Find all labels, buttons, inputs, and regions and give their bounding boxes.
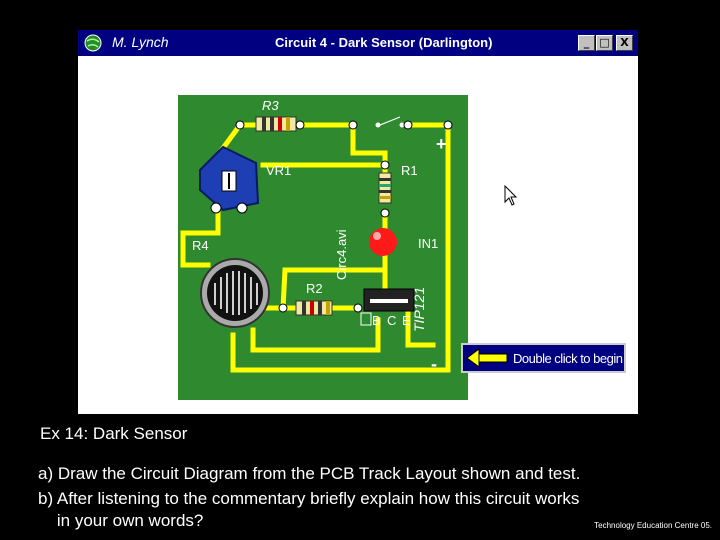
instruction-b: b) After listening to the commentary bri… (38, 489, 580, 508)
mouse-pointer-icon (504, 185, 518, 206)
resistor-r3 (255, 116, 297, 132)
window-title: Circuit 4 - Dark Sensor (Darlington) (275, 35, 493, 50)
resistor-r2 (295, 300, 333, 316)
switch-icon (375, 116, 405, 128)
minus-terminal: - (431, 354, 437, 374)
plus-terminal: + (436, 134, 447, 154)
transistor-tip121 (363, 288, 415, 312)
ldr-r4 (200, 258, 270, 328)
label-tip121: TIP121 (411, 287, 427, 332)
label-r2: R2 (306, 281, 323, 296)
instruction-a: a) Draw the Circuit Diagram from the PCB… (38, 464, 581, 483)
label-r3: R3 (262, 98, 279, 113)
begin-label: Double click to begin (513, 351, 623, 366)
arrow-left-icon (466, 348, 508, 368)
minimize-button[interactable]: _ (578, 35, 595, 51)
pin-e-label: E (402, 313, 411, 328)
video-file-label: Circ4.avi (334, 229, 349, 280)
pin-c-label: C (387, 313, 396, 328)
globe-icon[interactable] (84, 34, 102, 52)
pin-b-label: B (372, 313, 381, 328)
close-button[interactable]: X (616, 35, 633, 51)
label-r4: R4 (192, 238, 209, 253)
instruction-b-continued: in your own words? (38, 511, 204, 530)
maximize-button[interactable]: □ (596, 35, 613, 51)
double-click-to-begin-button[interactable]: Double click to begin (461, 343, 626, 373)
credit-text: Technology Education Centre 05. (594, 521, 712, 530)
led-in1 (369, 228, 397, 256)
author-name: M. Lynch (112, 34, 169, 50)
title-bar[interactable]: M. Lynch Circuit 4 - Dark Sensor (Darlin… (78, 30, 638, 56)
potentiometer-vr1 (199, 145, 260, 214)
solder-pads (235, 120, 453, 313)
label-vr1: VR1 (266, 163, 291, 178)
label-r1: R1 (401, 163, 418, 178)
resistor-r1 (378, 172, 392, 204)
label-in1: IN1 (418, 236, 438, 251)
pcb-board: R3 + VR1 R1 IN1 R4 (178, 95, 468, 400)
exercise-caption: Ex 14: Dark Sensor (40, 424, 188, 443)
